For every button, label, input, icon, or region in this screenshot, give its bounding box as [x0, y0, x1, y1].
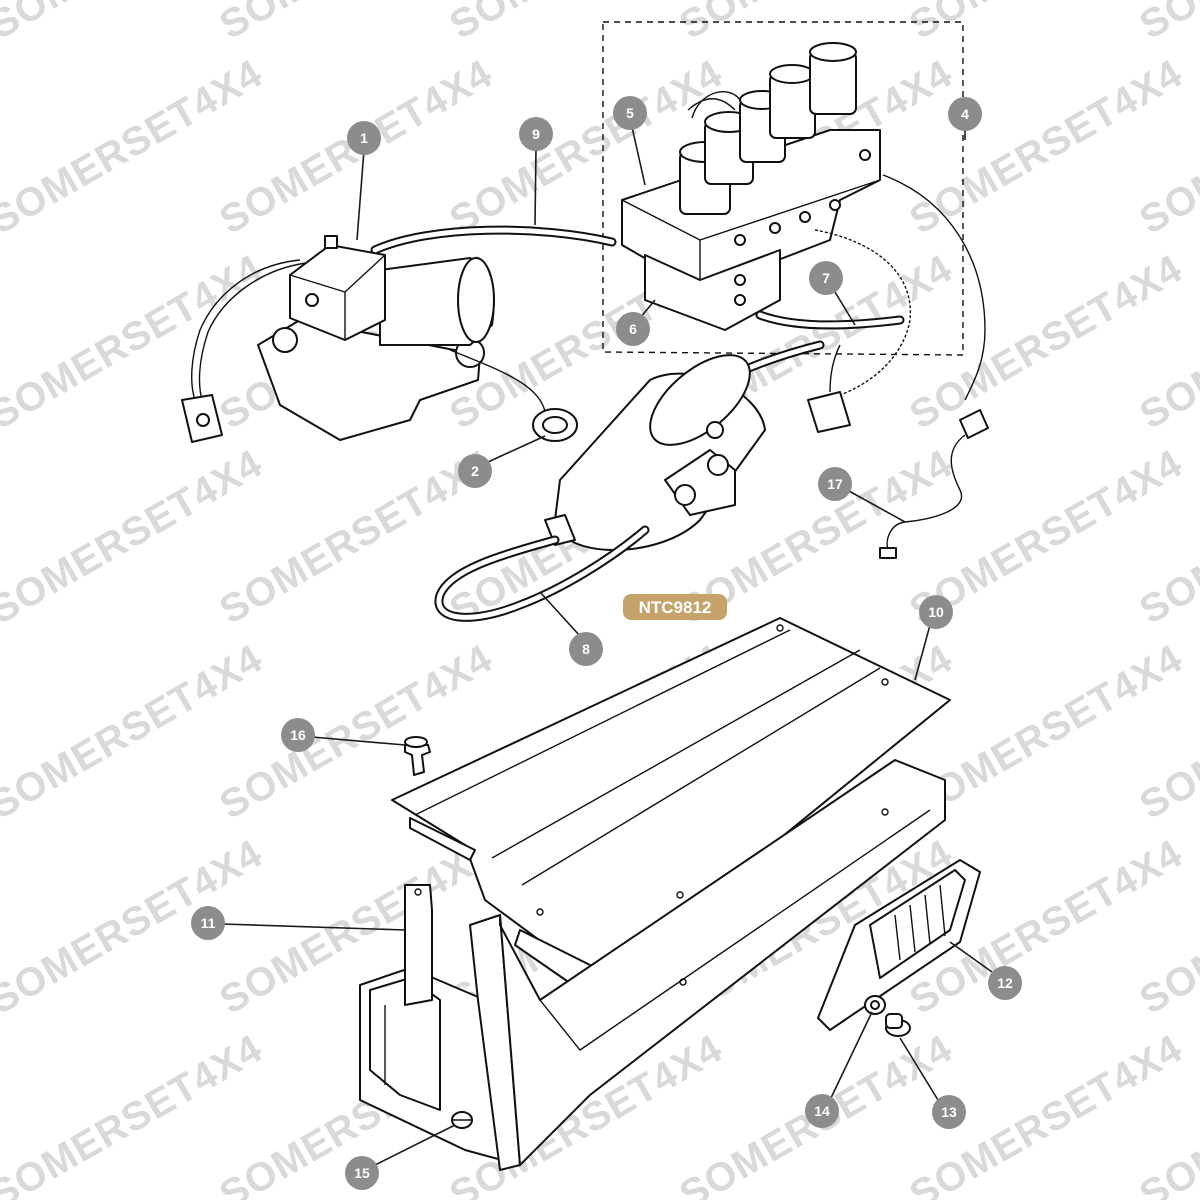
solenoid-stack: [679, 42, 857, 215]
grille-panel-12: [817, 859, 981, 1031]
callout-markers: 1 2 4 5 6 7 8 9 10 11 12 13 14 15 16 17: [191, 96, 1022, 1190]
valve-block-5: [621, 42, 881, 331]
callout-9: 9: [519, 117, 553, 151]
svg-text:13: 13: [941, 1104, 957, 1120]
svg-text:6: 6: [629, 321, 637, 337]
pipe-8: [434, 525, 650, 622]
callout-2: 2: [458, 454, 492, 488]
part-number-badge: NTC9812: [623, 594, 727, 620]
svg-text:17: 17: [827, 476, 843, 492]
valve-block-group-outline: [602, 21, 964, 356]
push-clip-16: [404, 736, 431, 776]
svg-text:11: 11: [201, 915, 216, 931]
screw-15: [451, 1111, 473, 1129]
callout-15: 15: [345, 1156, 379, 1190]
callout-1: 1: [347, 121, 381, 155]
bolt-13: [885, 1013, 911, 1037]
callout-12: 12: [988, 966, 1022, 1000]
hose-9: [370, 225, 617, 255]
svg-text:5: 5: [626, 105, 634, 121]
callout-14: 14: [805, 1094, 839, 1128]
callout-16: 16: [281, 718, 315, 752]
svg-text:16: 16: [290, 727, 306, 743]
washer-14: [864, 995, 886, 1015]
callout-7: 7: [809, 261, 843, 295]
compressor-1: [181, 235, 546, 443]
grommet-2: [532, 408, 578, 442]
callout-4: 4: [948, 97, 982, 131]
callout-10: 10: [919, 595, 953, 629]
sensor-17: [879, 409, 989, 559]
callout-6: 6: [616, 312, 650, 346]
callout-11: 11: [191, 906, 225, 940]
callout-5: 5: [613, 96, 647, 130]
svg-text:12: 12: [997, 975, 1013, 991]
base-tray-11: [359, 759, 946, 1171]
svg-text:8: 8: [582, 641, 590, 657]
leader-lines: [221, 126, 993, 1166]
callout-17: 17: [818, 467, 852, 501]
connector-plug: [807, 344, 851, 433]
svg-text:15: 15: [354, 1165, 370, 1181]
watermark-text: SOMERSET4X4: [1133, 0, 1200, 48]
svg-text:7: 7: [822, 270, 830, 286]
svg-text:4: 4: [961, 106, 969, 122]
svg-text:NTC9812: NTC9812: [639, 598, 712, 617]
svg-text:10: 10: [928, 604, 944, 620]
svg-text:14: 14: [814, 1103, 830, 1119]
svg-text:9: 9: [532, 126, 540, 142]
svg-text:2: 2: [471, 463, 479, 479]
svg-text:1: 1: [360, 130, 368, 146]
callout-8: 8: [569, 632, 603, 666]
callout-13: 13: [932, 1095, 966, 1129]
